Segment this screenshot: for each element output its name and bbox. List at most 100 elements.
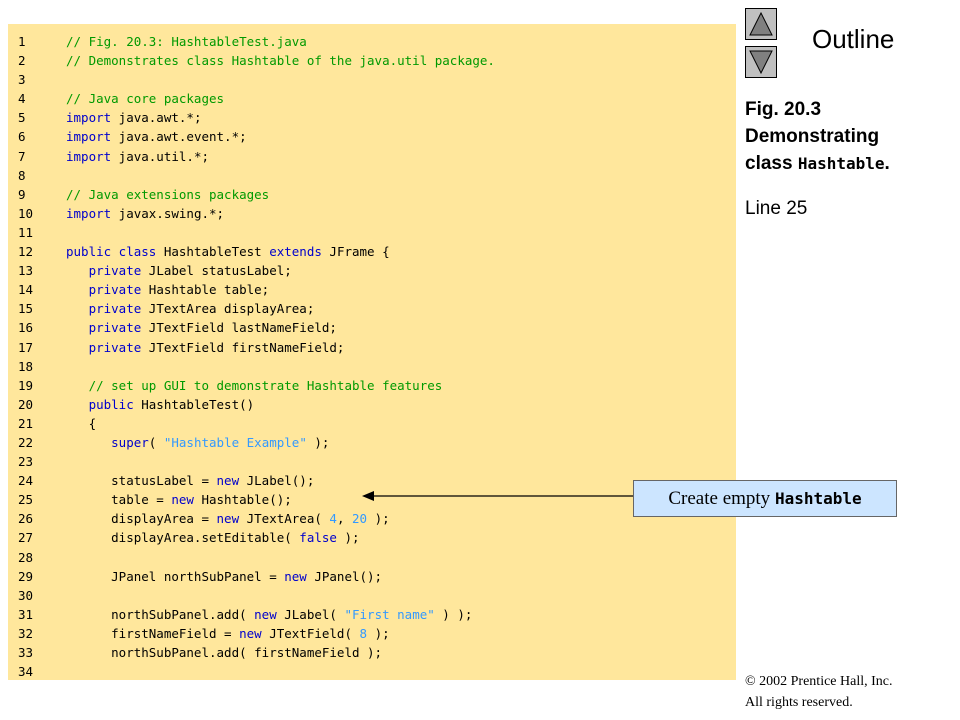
outline-title: Outline [812,24,895,54]
code-token: { [66,415,97,431]
line-number: 14 [18,282,34,298]
code-text: displayArea = new JTextArea( 4, 20 ); [66,509,390,528]
code-token: ); [336,530,360,546]
code-text: // Fig. 20.3: HashtableTest.java [66,32,307,51]
code-text: northSubPanel.add( new JLabel( "First na… [66,605,472,624]
figure-caption: Fig. 20.3 Demonstrating class Hashtable. [745,96,955,177]
code-token: ); [306,434,330,450]
code-token: extends [269,244,322,260]
code-token: JPanel northSubPanel = [66,568,285,584]
line-number: 33 [18,645,34,660]
code-text: firstNameField = new JTextField( 8 ); [66,624,390,643]
code-text: import java.util.*; [66,147,209,166]
code-token: private [88,263,142,279]
code-token: new [239,625,262,641]
code-token: // Demonstrates class Hashtable of the j… [66,53,495,69]
line-number: 15 [18,301,34,317]
line-number: 26 [18,511,34,527]
copyright-line: © 2002 Prentice Hall, Inc. [745,674,893,689]
code-text: super( "Hashtable Example" ); [66,433,329,452]
code-token: northSubPanel.add( firstNameField ); [66,645,383,660]
line-number: 8 [18,167,26,183]
line-number: 27 [18,530,34,546]
code-text: import java.awt.event.*; [66,127,247,146]
line-number: 12 [18,244,34,260]
code-token: table = [66,492,172,508]
code-token: // Java core packages [66,91,225,107]
code-token: JFrame { [321,244,390,260]
line-number: 1 [18,34,26,49]
code-token: import [66,110,112,126]
code-token: new [216,511,240,527]
code-token: super [111,434,149,450]
code-token: JTextArea displayArea; [141,301,315,317]
code-token: private [88,282,142,298]
code-token: java.awt.*; [111,110,202,126]
code-text: JPanel northSubPanel = new JPanel(); [66,567,382,586]
line-number: 11 [18,224,34,240]
callout-box: Create empty Hashtable [633,480,897,517]
line-number: 34 [18,664,34,680]
code-token: public [88,396,134,412]
line-number: 5 [18,110,26,126]
line-number: 23 [18,454,34,470]
code-token: // Fig. 20.3: HashtableTest.java [66,34,307,49]
line-number: 17 [18,339,34,355]
code-token: displayArea.setEditable( [66,530,300,546]
code-token: HashtableTest [156,244,270,260]
code-token: public class [66,244,157,260]
line-number: 6 [18,129,26,145]
code-token: JPanel(); [306,568,383,584]
previous-slide-button[interactable] [745,8,777,40]
line-number: 20 [18,396,34,412]
code-text: public class HashtableTest extends JFram… [66,242,390,261]
code-token: JLabel statusLabel; [141,263,292,279]
line-number: 29 [18,568,34,584]
code-text: { [66,414,97,433]
code-text: private Hashtable table; [66,280,270,299]
line-number: 13 [18,263,34,279]
code-text: private JTextField lastNameField; [66,318,337,337]
line-number: 2 [18,53,26,69]
callout-code: Hashtable [774,489,862,508]
line-number: 31 [18,606,34,622]
code-token: statusLabel = [66,473,217,489]
code-token: ); [367,625,390,641]
line-number: 9 [18,186,26,202]
figure-description: Demonstrating [745,126,880,147]
line-number: 18 [18,358,34,374]
line-number: 7 [18,148,26,164]
code-token: new [216,473,240,489]
code-token: "Hashtable Example" [163,434,307,450]
code-token: new [254,606,277,622]
code-text: public HashtableTest() [66,395,255,414]
callout-text: Create empty [668,488,775,509]
figure-number: Fig. 20.3 [745,99,822,120]
code-token: import [66,148,112,164]
figure-class-suffix: . [884,153,890,174]
figure-class-line: class Hashtable. [745,150,955,177]
code-token: java.awt.event.*; [111,129,247,145]
code-token: java.util.*; [111,148,209,164]
figure-class-name: Hashtable [797,154,885,173]
line-number: 21 [18,415,34,431]
line-number: 4 [18,91,26,107]
code-text: northSubPanel.add( firstNameField ); [66,643,382,662]
code-token: JTextField lastNameField; [141,320,337,336]
code-text: private JLabel statusLabel; [66,261,292,280]
code-token: firstNameField = [66,625,240,641]
code-token: JTextArea( [239,511,330,527]
code-token: javax.swing.*; [111,205,225,221]
line-number: 10 [18,205,34,221]
triangle-up-icon [749,11,773,36]
rights-line: All rights reserved. [745,695,853,710]
code-token: new [171,492,194,508]
line-number: 3 [18,72,26,88]
code-token: import [66,129,112,145]
code-token: JLabel(); [239,473,315,489]
line-number: 25 [18,492,34,508]
next-slide-button[interactable] [745,46,777,78]
code-text: import java.awt.*; [66,108,201,127]
code-token: 8 [359,625,368,641]
